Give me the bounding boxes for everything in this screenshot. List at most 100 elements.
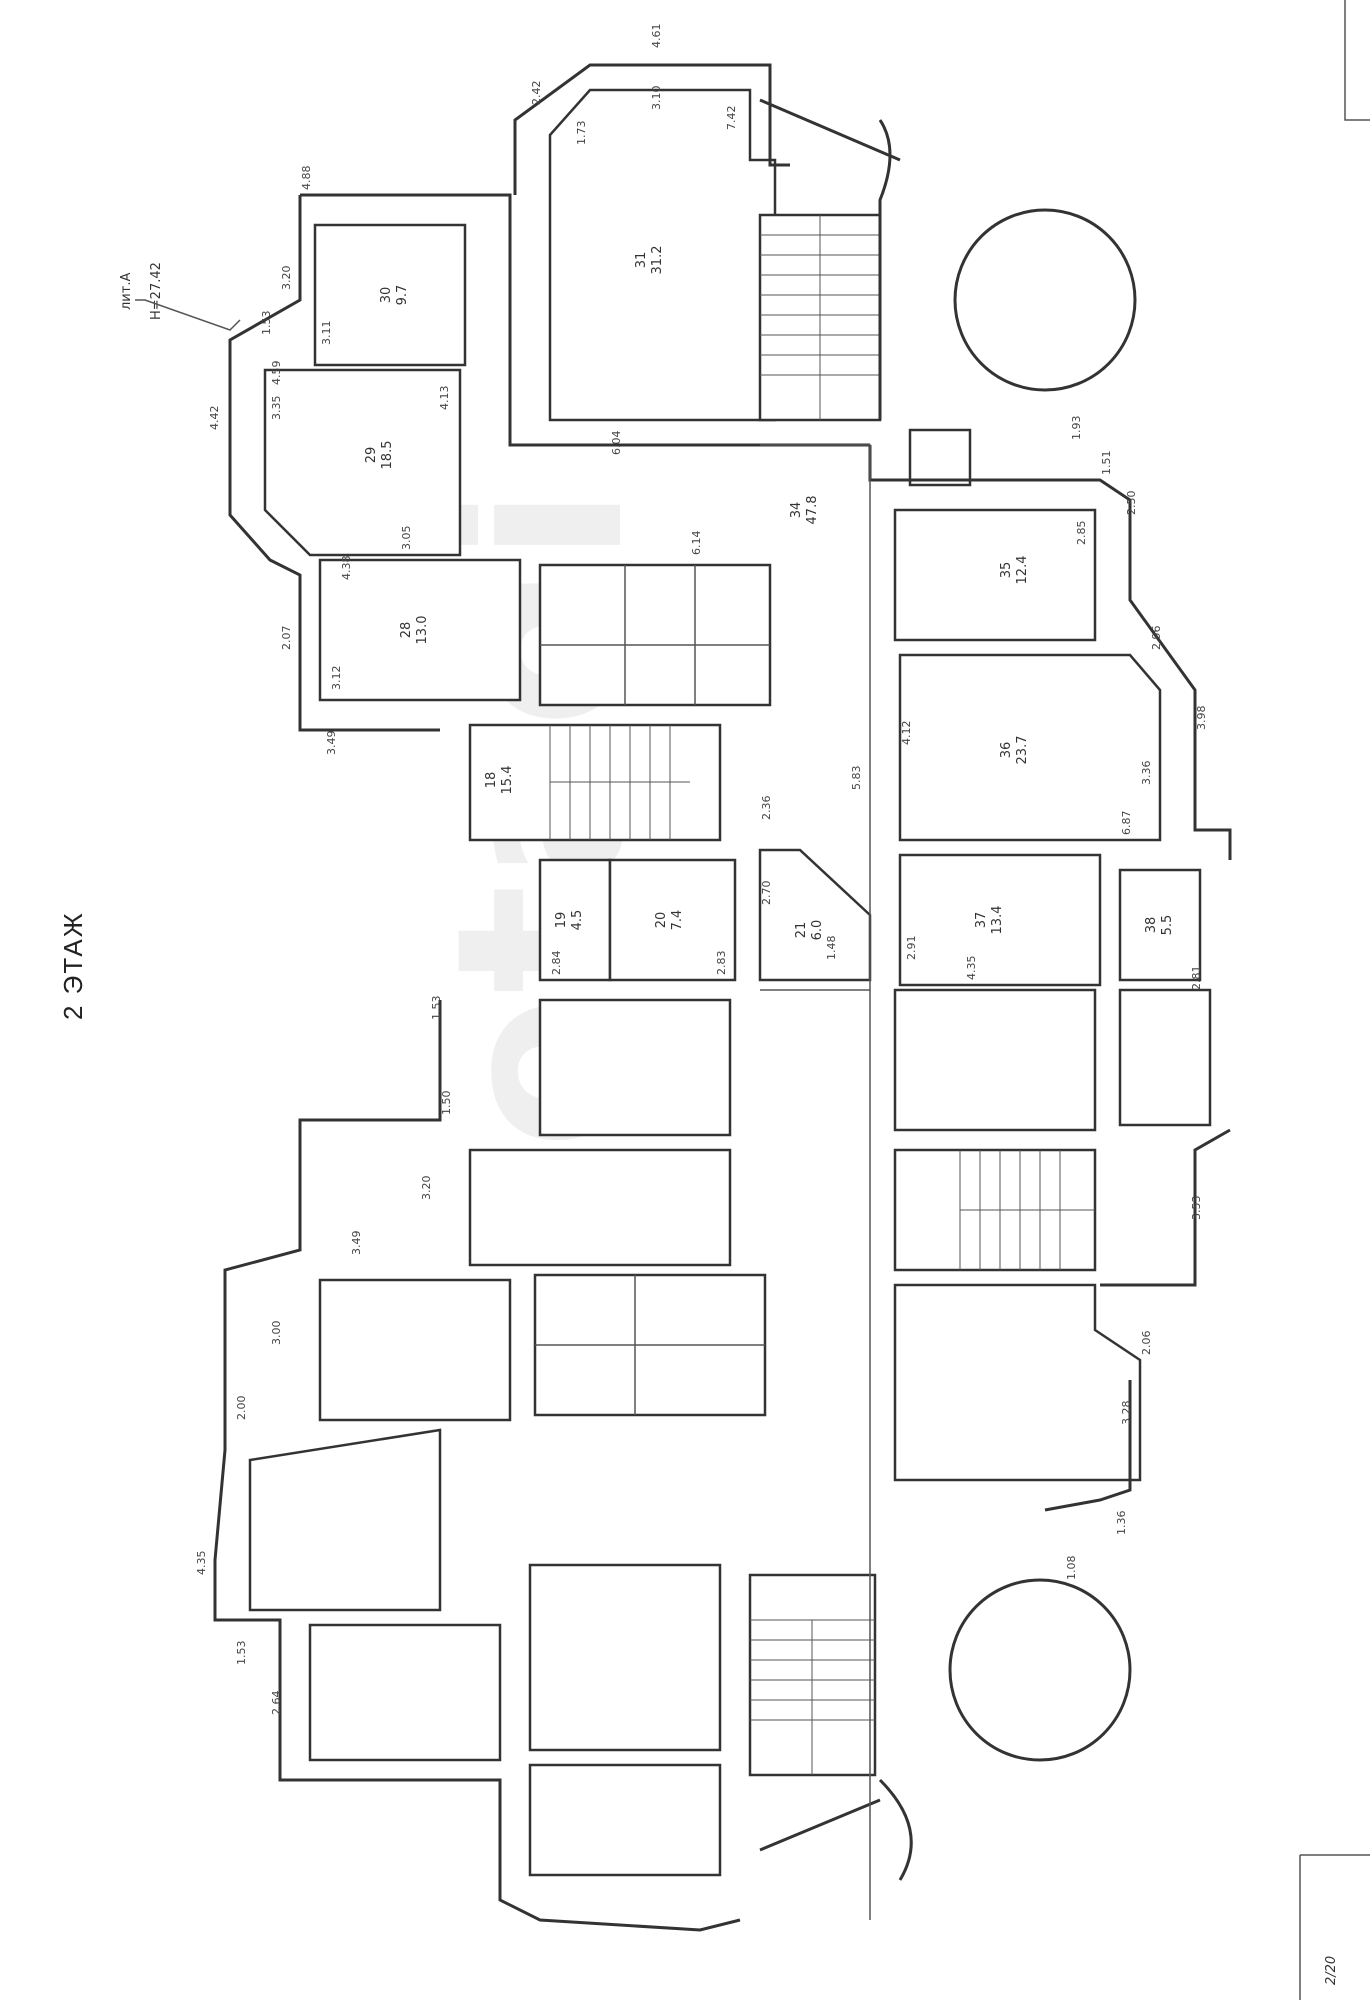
wall-right-bottom: [1044, 1380, 1132, 1512]
dimension: 2.91: [905, 936, 918, 961]
dimension: 4.38: [340, 556, 353, 581]
dimension: 6.87: [1120, 811, 1133, 836]
dimension: 1.08: [1065, 1556, 1078, 1581]
room-29: [263, 368, 462, 557]
room-number: 37: [974, 912, 989, 929]
dimension: 2.42: [530, 81, 543, 106]
dimension: 2.00: [235, 1396, 248, 1421]
dimension: 2.64: [270, 1691, 283, 1716]
dimension: 3.20: [280, 266, 293, 291]
dimension: 1.53: [235, 1641, 248, 1666]
dimension: 2.96: [1150, 626, 1163, 651]
stamp: 2/20: [1299, 1854, 1370, 2000]
room-area: 18.5: [380, 441, 395, 470]
room-number: 30: [379, 287, 394, 304]
dimension: 5.83: [850, 766, 863, 791]
dimension: 3.11: [320, 321, 333, 346]
ramp-edge-1: [759, 98, 901, 162]
top-wing: [228, 63, 1137, 732]
dimension: 4.35: [195, 1551, 208, 1576]
room-number: 31: [634, 252, 649, 269]
room-area: 23.7: [1015, 736, 1030, 765]
room-number: 18: [484, 772, 499, 789]
room-number: 29: [364, 447, 379, 464]
room-area: 15.4: [500, 766, 515, 795]
right-wing: [868, 445, 1232, 987]
dimension: 1.50: [440, 1091, 453, 1116]
dimension: 4.42: [208, 406, 221, 431]
room-number: 28: [399, 622, 414, 639]
room-19: [538, 858, 612, 982]
dimension: 1.51: [1100, 451, 1113, 476]
room-20: [608, 858, 737, 982]
room-37: [898, 853, 1102, 987]
dimension: 2.81: [1190, 966, 1203, 991]
room-36: [898, 653, 1162, 842]
wall-left-bottom: [213, 1000, 741, 1932]
room-28: [318, 558, 522, 702]
dimension: 7.42: [725, 106, 738, 131]
ramp-wall-1: [878, 119, 892, 420]
room-area: 6.0: [810, 920, 825, 941]
leader-line: [135, 299, 241, 331]
dimension: 6.04: [610, 431, 623, 456]
dimension: 4.88: [300, 166, 313, 191]
dimension: 2.84: [550, 951, 563, 976]
dimension: 1.48: [825, 936, 838, 961]
dimension: 3.20: [420, 1176, 433, 1201]
room-area: 13.0: [415, 616, 430, 645]
dimension: 4.13: [438, 386, 451, 411]
dimension: 1.73: [575, 121, 588, 146]
dimension: 2.50: [1125, 491, 1138, 516]
wall-right-top: [868, 445, 1232, 860]
dimension: 3.12: [330, 666, 343, 691]
middle-section: [213, 988, 1231, 1932]
room-area: 9.7: [395, 285, 410, 306]
room-31: [548, 88, 777, 422]
dimension: 1.36: [1115, 1511, 1128, 1536]
dimension: 3.53: [1190, 1196, 1203, 1221]
room-number: 35: [999, 562, 1014, 579]
wall-right-mid: [1100, 1128, 1231, 1287]
dimension: 3.36: [1140, 761, 1153, 786]
wall-left-top: [228, 195, 440, 732]
wc-block-top: [538, 563, 772, 707]
room-38: [1118, 868, 1202, 982]
room-area: 31.2: [650, 246, 665, 275]
room-number: 34: [789, 502, 804, 519]
dimension: 3.49: [325, 731, 338, 756]
dimension: 6.14: [690, 531, 703, 556]
dimension: 2.70: [760, 881, 773, 906]
dimension: 1.53: [430, 996, 443, 1021]
dimension: 4.59: [270, 361, 283, 386]
dimension: 3.10: [650, 86, 663, 111]
border-line: [1344, 0, 1370, 121]
room-number: 36: [999, 742, 1014, 759]
dimension: 4.12: [900, 721, 913, 746]
wc-top: [908, 428, 972, 487]
room-number: 19: [554, 912, 569, 929]
room-area: 47.8: [805, 496, 820, 525]
room-area: 5.5: [1160, 915, 1175, 936]
stair-1-steps: [760, 215, 880, 420]
floor-title: 2 ЭТАЖ: [58, 911, 88, 1020]
dimension: 4.61: [650, 24, 663, 49]
dimension: 1.93: [1070, 416, 1083, 441]
dimension: 2.07: [280, 626, 293, 651]
room-35: [893, 508, 1097, 642]
room-area: 12.4: [1015, 556, 1030, 585]
dimension: 1.53: [260, 311, 273, 336]
dimension: 2.36: [760, 796, 773, 821]
liter-label: лит.А: [119, 273, 134, 310]
dimension: 3.49: [350, 1231, 363, 1256]
room-number: 38: [1144, 917, 1159, 934]
room-21: [758, 848, 872, 982]
corridor-34: [760, 444, 871, 991]
height-label: H=27.42: [149, 262, 164, 320]
dimension: 4.35: [965, 956, 978, 981]
dimension: 3.05: [400, 526, 413, 551]
room-30: [313, 223, 467, 367]
dimension: 2.83: [715, 951, 728, 976]
